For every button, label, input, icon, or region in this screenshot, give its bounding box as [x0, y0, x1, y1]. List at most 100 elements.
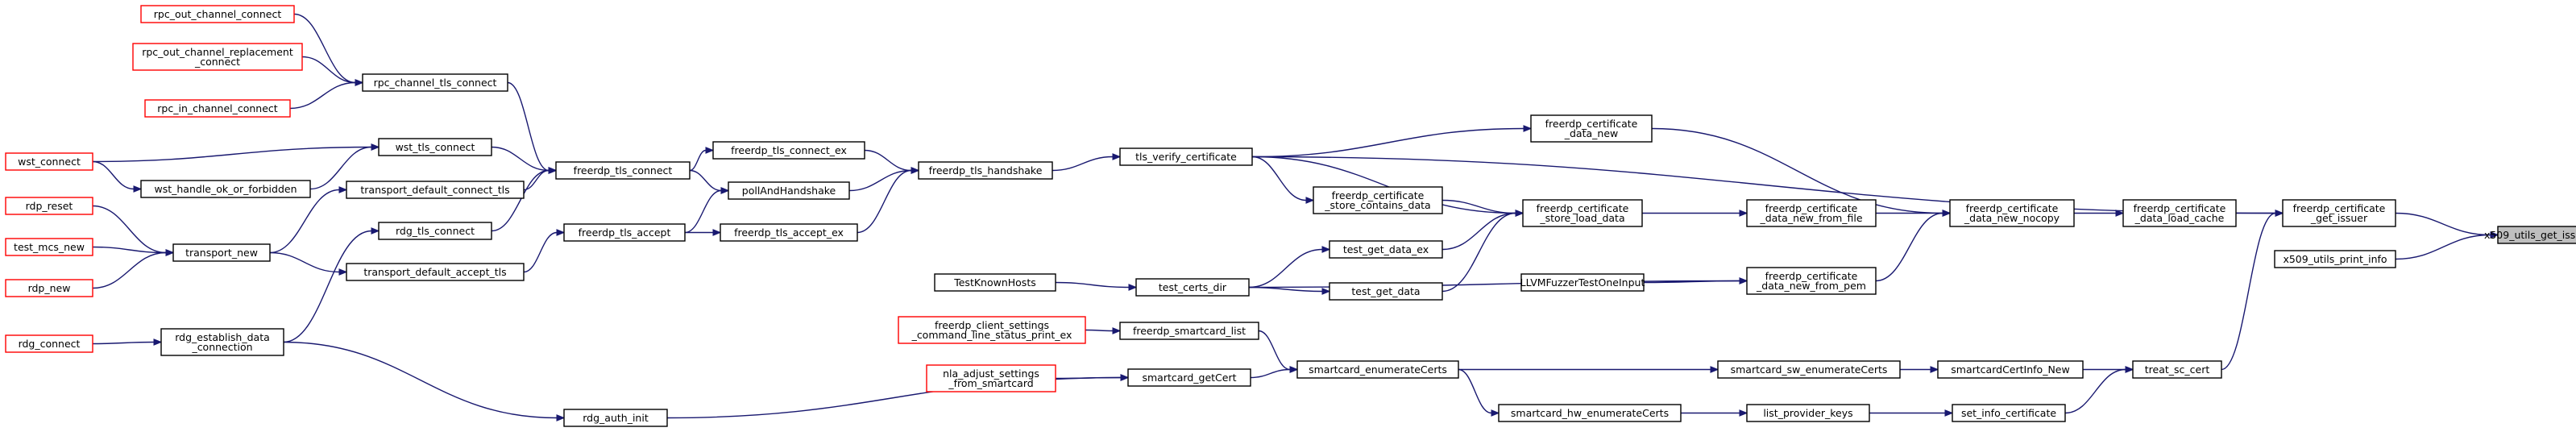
node-rdg-establish[interactable]: rdg_establish_data_connection [160, 328, 284, 356]
node-td-connect[interactable]: transport_default_connect_tls [346, 181, 525, 199]
node-sc-list[interactable]: freerdp_smartcard_list [1119, 322, 1259, 340]
node-box [1937, 360, 2084, 379]
edge-arrowhead [355, 79, 364, 86]
node-box [132, 43, 303, 71]
node-label: freerdp_certificate [1966, 202, 2059, 214]
edge-line [1055, 281, 1130, 289]
node-certinfo-new[interactable]: smartcardCertInfo_New [1937, 360, 2084, 379]
node-store-load[interactable]: freerdp_certificate_store_load_data [1522, 199, 1643, 227]
node-box [1522, 199, 1643, 227]
node-accept-ex[interactable]: freerdp_tls_accept_ex [720, 223, 858, 242]
edge-line [2221, 212, 2276, 371]
edge-arrowhead [2115, 210, 2125, 217]
node-sw-enum[interactable]: smartcard_sw_enumerateCerts [1717, 360, 1901, 379]
node-label: freerdp_certificate [2293, 202, 2386, 214]
node-wst-connect[interactable]: wst_connect [5, 152, 93, 171]
node-td-accept[interactable]: transport_default_accept_tls [346, 263, 525, 281]
node-list-keys[interactable]: list_provider_keys [1746, 404, 1870, 422]
node-enum-certs[interactable]: smartcard_enumerateCerts [1296, 360, 1459, 379]
edge-line [1258, 330, 1291, 371]
edge-line [523, 231, 558, 273]
node-getcert[interactable]: smartcard_getCert [1127, 368, 1251, 387]
node-rpc-tls[interactable]: rpc_channel_tls_connect [362, 73, 508, 92]
node-set-info[interactable]: set_info_certificate [1952, 404, 2066, 422]
node-rdg-tls[interactable]: rdg_tls_connect [378, 222, 492, 240]
edge-rdg_tls-to-tls_connect [491, 167, 558, 232]
node-label: wst_connect [18, 156, 81, 168]
node-label: rpc_out_channel_replacement [142, 46, 293, 58]
node-nla-adjust[interactable]: nla_adjust_settings_from_smartcard [926, 364, 1056, 392]
node-wst-tls[interactable]: wst_tls_connect [378, 138, 492, 156]
node-box [1119, 147, 1253, 166]
node-hw-enum[interactable]: smartcard_hw_enumerateCerts [1498, 404, 1682, 422]
node-rdg-auth[interactable]: rdg_auth_init [563, 409, 668, 427]
node-rpc-out[interactable]: rpc_out_channel_connect [140, 5, 295, 23]
node-tls-connect[interactable]: freerdp_tls_connect [555, 161, 691, 180]
node-get-data-ex[interactable]: test_get_data_ex [1329, 240, 1443, 259]
node-client-settings[interactable]: freerdp_client_settings_command_line_sta… [898, 316, 1086, 344]
node-transport-new[interactable]: transport_new [172, 243, 271, 262]
node-treat-sc[interactable]: treat_sc_cert [2132, 360, 2222, 379]
edge-arrowhead [1739, 409, 1748, 417]
node-box [728, 181, 850, 200]
edge-line [289, 81, 356, 110]
node-certs-dir[interactable]: test_certs_dir [1135, 278, 1250, 297]
edge-line [684, 189, 722, 234]
node-label: pollAndHandshake [742, 185, 836, 197]
node-x509-print[interactable]: x509_utils_print_info [2274, 250, 2396, 268]
node-box [926, 364, 1056, 392]
edge-tls_connect-to-poll [689, 169, 730, 194]
edge-arrowhead [1289, 366, 1299, 373]
node-tls-verify[interactable]: tls_verify_certificate [1119, 147, 1253, 166]
node-rdg-connect[interactable]: rdg_connect [5, 334, 93, 353]
edge-line [283, 341, 558, 419]
node-rpc-in[interactable]: rpc_in_channel_connect [144, 99, 291, 118]
node-box [1520, 273, 1645, 292]
node-label: test_certs_dir [1159, 281, 1227, 293]
node-label: transport_default_connect_tls [360, 184, 509, 196]
node-box [1746, 267, 1877, 295]
node-box [720, 223, 858, 242]
node-data-new[interactable]: freerdp_certificate_data_new [1530, 114, 1653, 143]
node-box [5, 197, 93, 215]
node-contains[interactable]: freerdp_certificate_store_contains_data [1313, 186, 1443, 214]
node-label: set_info_certificate [1961, 407, 2056, 419]
edge-rdp_new-to-transport_new [92, 249, 175, 289]
edge-arrowhead [1942, 210, 1952, 217]
node-label: rdp_new [28, 282, 71, 294]
node-rdp-reset[interactable]: rdp_reset [5, 197, 93, 215]
node-new-from-file[interactable]: freerdp_certificate_data_new_from_file [1746, 199, 1877, 227]
edge-line [848, 169, 912, 192]
node-new-from-pem[interactable]: freerdp_certificate_data_new_from_pem [1746, 267, 1877, 295]
edge-arrowhead [153, 338, 163, 346]
node-load-cache[interactable]: freerdp_certificate_data_load_cache [2122, 199, 2237, 227]
edge-line [1251, 156, 2276, 214]
edge-line [2064, 368, 2126, 414]
node-rpc-out-repl[interactable]: rpc_out_channel_replacement_connect [132, 43, 303, 71]
node-tls-accept[interactable]: freerdp_tls_accept [563, 223, 686, 242]
node-new-nocopy[interactable]: freerdp_certificate_data_new_nocopy [1949, 199, 2075, 227]
node-mcs-new[interactable]: test_mcs_new [5, 238, 93, 256]
node-box [1329, 282, 1443, 301]
node-box [2274, 250, 2396, 268]
node-box [712, 141, 865, 160]
edge-rdg_connect-to-rdg_establish [92, 338, 163, 346]
node-connect-ex[interactable]: freerdp_tls_connect_ex [712, 141, 865, 160]
node-rdp-new[interactable]: rdp_new [5, 279, 93, 297]
node-handshake[interactable]: freerdp_tls_handshake [918, 161, 1053, 180]
edge-arrowhead [165, 249, 175, 256]
node-get-data[interactable]: test_get_data [1329, 282, 1443, 301]
node-label: freerdp_tls_handshake [929, 164, 1043, 176]
node-wst-handle[interactable]: wst_handle_ok_or_forbidden [140, 180, 311, 198]
edge-client_settings-to-sc_list [1085, 327, 1122, 334]
edge-line [1441, 212, 1516, 293]
edge-line [309, 146, 372, 190]
node-poll[interactable]: pollAndHandshake [728, 181, 850, 200]
edge-line [269, 189, 340, 254]
edge-data_new-to-new_nocopy [1651, 127, 1952, 217]
node-fuzzer[interactable]: LLVMFuzzerTestOneInput [1520, 273, 1645, 292]
node-known-hosts[interactable]: TestKnownHosts [934, 273, 1056, 292]
edge-rpc_in-to-rpc_tls [289, 79, 364, 110]
node-get-issuer[interactable]: freerdp_certificate_get_issuer [2282, 199, 2396, 227]
node-label: freerdp_certificate [1332, 189, 1425, 201]
